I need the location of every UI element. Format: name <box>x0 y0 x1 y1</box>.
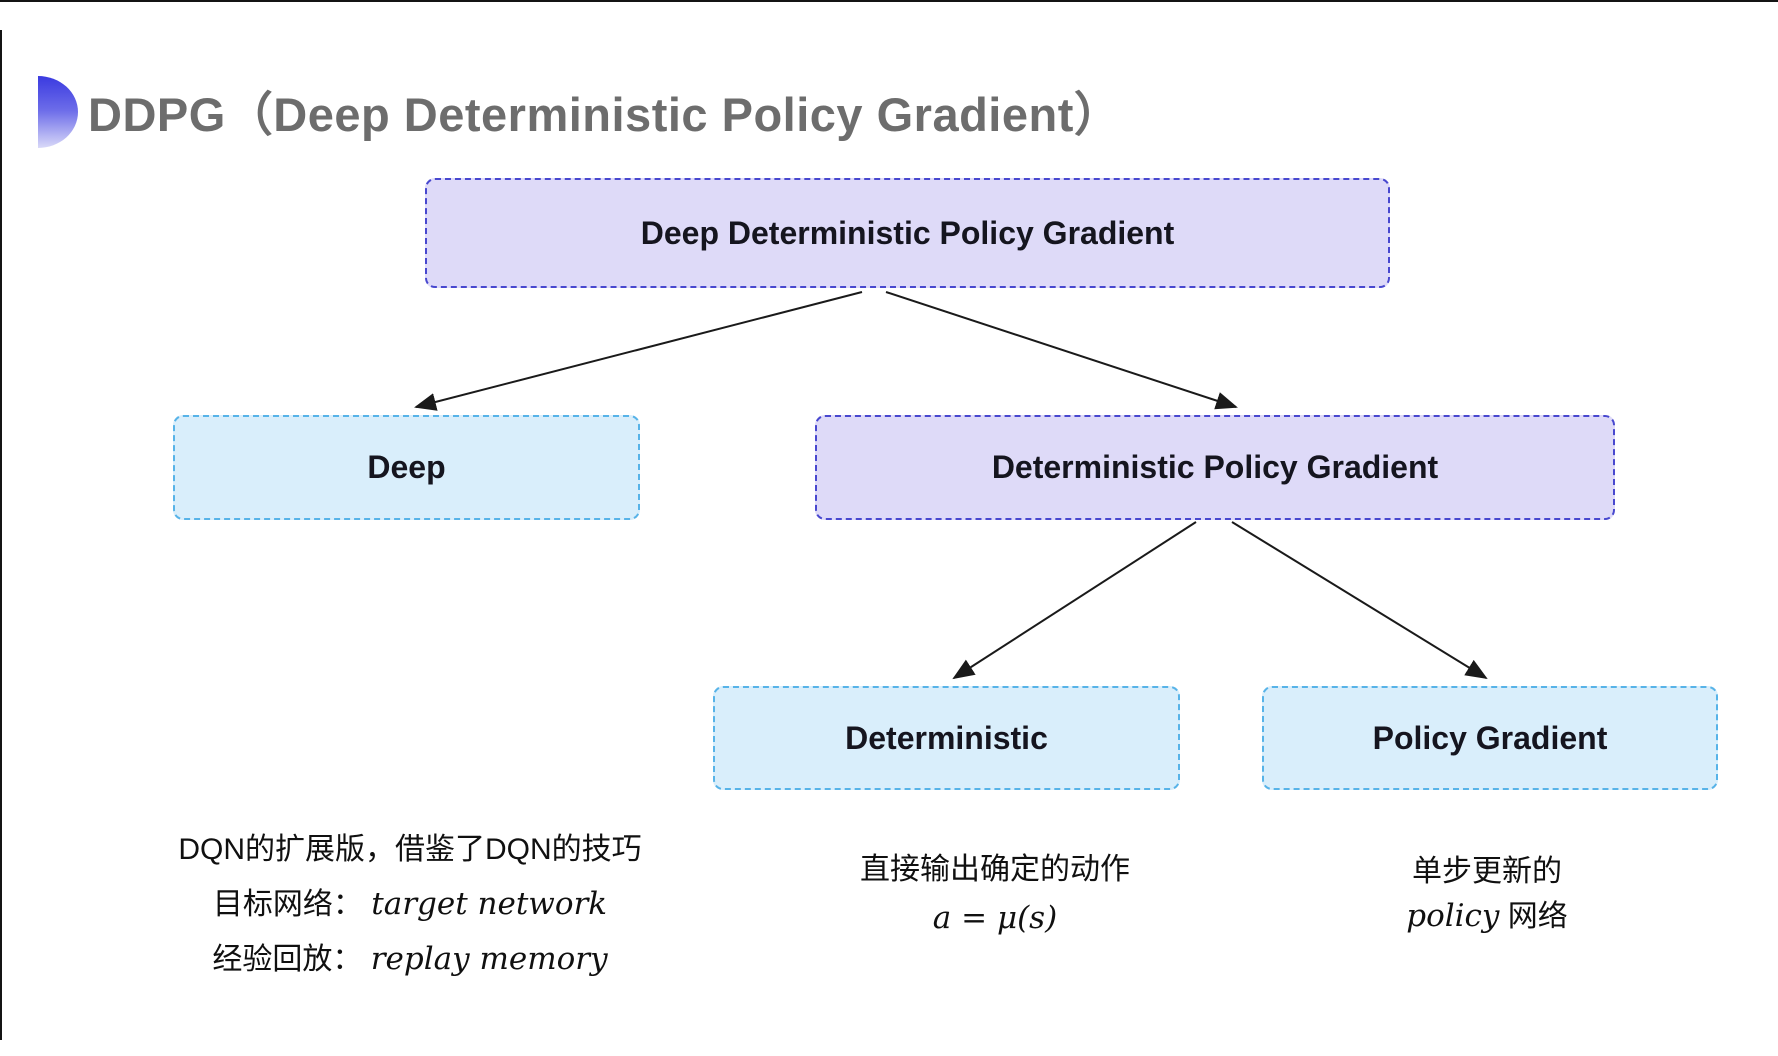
arrow-root-to-dpg <box>885 291 1238 410</box>
annotation-line: policy 网络 <box>1337 894 1637 939</box>
arrow-root-to-deep <box>414 291 863 411</box>
title-bullet-decoration <box>38 76 78 148</box>
node-deep: Deep <box>173 415 640 520</box>
frame-left-edge <box>0 30 2 1040</box>
node-deterministic: Deterministic <box>713 686 1180 790</box>
annotation-deterministic: 直接输出确定的动作 a = μ(s) <box>845 848 1145 940</box>
annotation-label: 目标网络： <box>212 888 363 921</box>
arrow-dpg-to-policy-gradient <box>1231 521 1488 680</box>
slide-title: DDPG（Deep Deterministic Policy Gradient） <box>88 88 1122 141</box>
node-label: Policy Gradient <box>1372 719 1608 756</box>
frame-top-edge <box>0 0 1778 2</box>
node-label: Deep Deterministic Policy Gradient <box>640 214 1175 251</box>
node-deterministic-policy-gradient: Deterministic Policy Gradient <box>815 415 1615 520</box>
annotation-term: target network <box>371 886 608 922</box>
node-label: Deterministic Policy Gradient <box>991 449 1439 485</box>
node-policy-gradient: Policy Gradient <box>1262 686 1718 790</box>
annotation-deep: DQN的扩展版，借鉴了DQN的技巧 目标网络： target network 经… <box>130 828 690 982</box>
annotation-formula: a = μ(s) <box>932 900 1058 936</box>
node-deep-deterministic-policy-gradient: Deep Deterministic Policy Gradient <box>425 178 1390 288</box>
annotation-term: replay memory <box>370 941 608 977</box>
node-label: Deterministic <box>845 719 1048 756</box>
annotation-line: 单步更新的 <box>1412 855 1562 888</box>
annotation-label: 经验回放： <box>212 943 363 976</box>
node-label: Deep <box>367 449 446 485</box>
annotation-line: 目标网络： target network <box>130 882 690 927</box>
annotation-line: 经验回放： replay memory <box>130 937 690 982</box>
annotation-term: policy <box>1406 898 1500 934</box>
annotation-line: 直接输出确定的动作 <box>860 853 1130 886</box>
arrow-dpg-to-deterministic <box>952 521 1197 680</box>
annotation-label: 网络 <box>1499 900 1568 933</box>
annotation-line: DQN的扩展版，借鉴了DQN的技巧 <box>178 833 642 866</box>
annotation-policy-gradient: 单步更新的 policy 网络 <box>1337 850 1637 939</box>
